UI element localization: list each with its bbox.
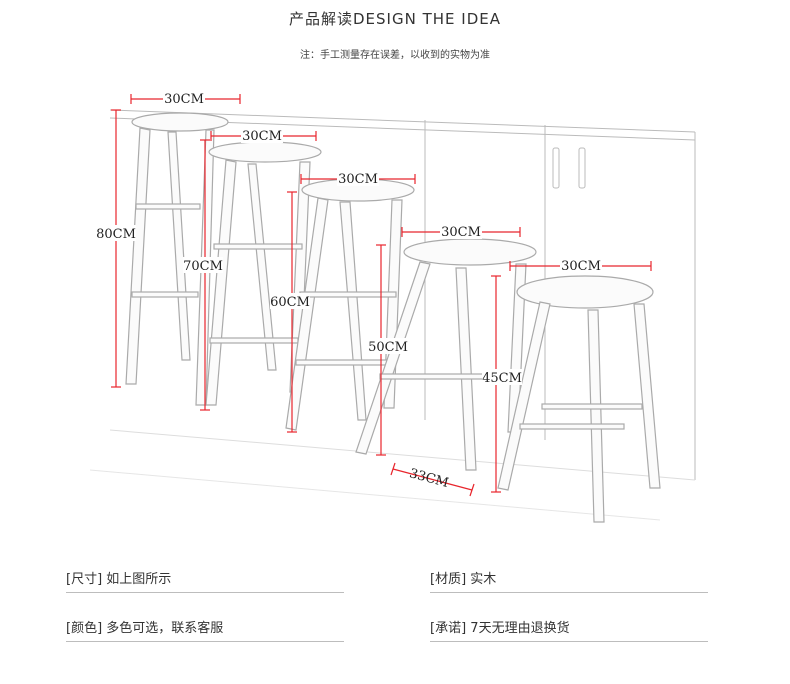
stool-5-height-label: 45CM <box>482 371 522 386</box>
spec-size-value: 如上图所示 <box>106 572 172 587</box>
spec-color-key: [颜色] <box>66 621 103 636</box>
page-title: 产品解读DESIGN THE IDEA <box>289 10 501 28</box>
spec-color-value: 多色可选，联系客服 <box>106 621 224 636</box>
spec-promise: [承诺] 7天无理由退换货 <box>430 617 570 636</box>
divider <box>66 592 344 593</box>
stool-4-width-label: 30CM <box>441 225 481 240</box>
stool-dimension-figure: 30CM 30CM 30CM 30CM 30CM 80CM 70CM 60CM … <box>89 91 696 523</box>
stool-4-height-label: 50CM <box>368 340 408 355</box>
spec-color: [颜色] 多色可选，联系客服 <box>66 617 223 636</box>
spec-promise-key: [承诺] <box>430 621 467 636</box>
spec-size-key: [尺寸] <box>66 572 103 587</box>
spec-size: [尺寸] 如上图所示 <box>66 568 171 587</box>
stools-drawing <box>125 112 661 523</box>
stool-3-width-label: 30CM <box>338 172 378 187</box>
base-width-label: 33CM <box>408 466 450 491</box>
stool-2-width-label: 30CM <box>242 129 282 144</box>
divider <box>66 641 344 642</box>
stool-1-height-label: 80CM <box>96 227 136 242</box>
stool-3-height-label: 60CM <box>270 295 310 310</box>
spec-material-value: 实木 <box>470 572 497 587</box>
divider <box>430 592 708 593</box>
stool-1-width-label: 30CM <box>164 92 204 107</box>
spec-material-key: [材质] <box>430 572 467 587</box>
stool-2-height-label: 70CM <box>183 259 223 274</box>
divider <box>430 641 708 642</box>
spec-promise-value: 7天无理由退换货 <box>470 621 570 636</box>
measurement-note: 注：手工测量存在误差，以收到的实物为准 <box>300 50 490 61</box>
spec-material: [材质] 实木 <box>430 568 496 587</box>
stool-5-width-label: 30CM <box>561 259 601 274</box>
